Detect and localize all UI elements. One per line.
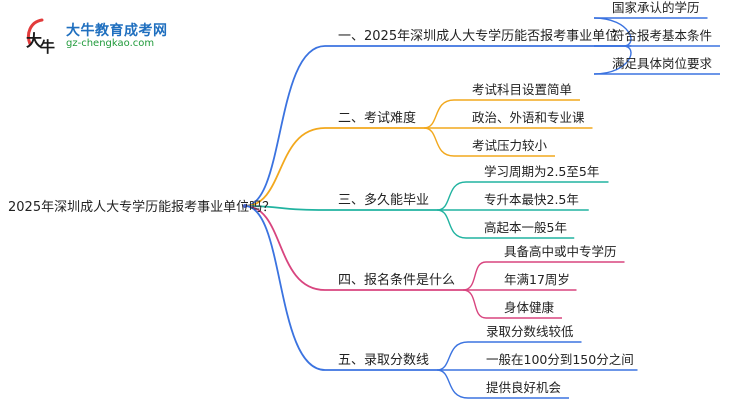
leaf-topic: 考试科目设置简单 (472, 82, 572, 97)
branch-connector (244, 205, 326, 371)
leaf-topic: 提供良好机会 (486, 380, 562, 395)
logo-domain: gz-chengkao.com (66, 38, 155, 49)
leaf-connector (423, 127, 455, 157)
leaf-topic: 年满17周岁 (504, 272, 570, 287)
branch-topic: 一、2025年深圳成人大专学历能否报考事业单位 (338, 28, 618, 44)
leaf-topic: 具备高中或中专学历 (504, 244, 617, 259)
leaf-connector (423, 99, 455, 129)
leaf-connector (462, 289, 487, 319)
branch-topic: 二、考试难度 (338, 110, 416, 126)
leaf-connector (436, 341, 469, 371)
niu-character-logo-icon: 大 牛 (26, 18, 55, 56)
leaf-topic: 考试压力较小 (472, 138, 548, 153)
svg-text:大: 大 (26, 31, 42, 50)
branch-connector (244, 205, 326, 291)
leaf-topic: 国家承认的学历 (612, 0, 700, 15)
branch-connector (244, 205, 326, 211)
connector-lines (243, 17, 720, 399)
leaf-topic: 身体健康 (504, 300, 555, 315)
leaf-topic: 高起本一般5年 (484, 220, 567, 235)
leaf-connector (436, 181, 467, 211)
leaf-topic: 学习周期为2.5至5年 (484, 164, 599, 179)
leaf-connector (436, 369, 469, 399)
branch-topic: 三、多久能毕业 (338, 192, 429, 208)
leaf-topic: 政治、外语和专业课 (472, 110, 585, 125)
leaf-topic: 录取分数线较低 (486, 324, 574, 339)
leaf-topic: 符合报考基本条件 (612, 28, 712, 43)
root-topic: 2025年深圳成人大专学历能报考事业单位吗？ (8, 199, 275, 215)
leaf-connector (436, 209, 467, 239)
leaf-connector (462, 261, 487, 291)
leaf-connector (593, 17, 632, 47)
leaf-connector (593, 45, 632, 75)
leaf-topic: 一般在100分到150分之间 (486, 352, 634, 367)
branch-connector (244, 127, 326, 207)
svg-text:牛: 牛 (40, 38, 55, 56)
branch-topic: 五、录取分数线 (338, 353, 429, 368)
logo-name: 大牛教育成考网 (66, 23, 168, 39)
leaf-topic: 专升本最快2.5年 (484, 192, 579, 207)
branch-connector (244, 45, 326, 207)
root-anchor (243, 204, 247, 208)
leaf-topic: 满足具体岗位要求 (612, 56, 713, 71)
logo: 大 牛 大牛教育成考网 gz-chengkao.com (22, 16, 167, 56)
branch-topic: 四、报名条件是什么 (338, 272, 455, 288)
